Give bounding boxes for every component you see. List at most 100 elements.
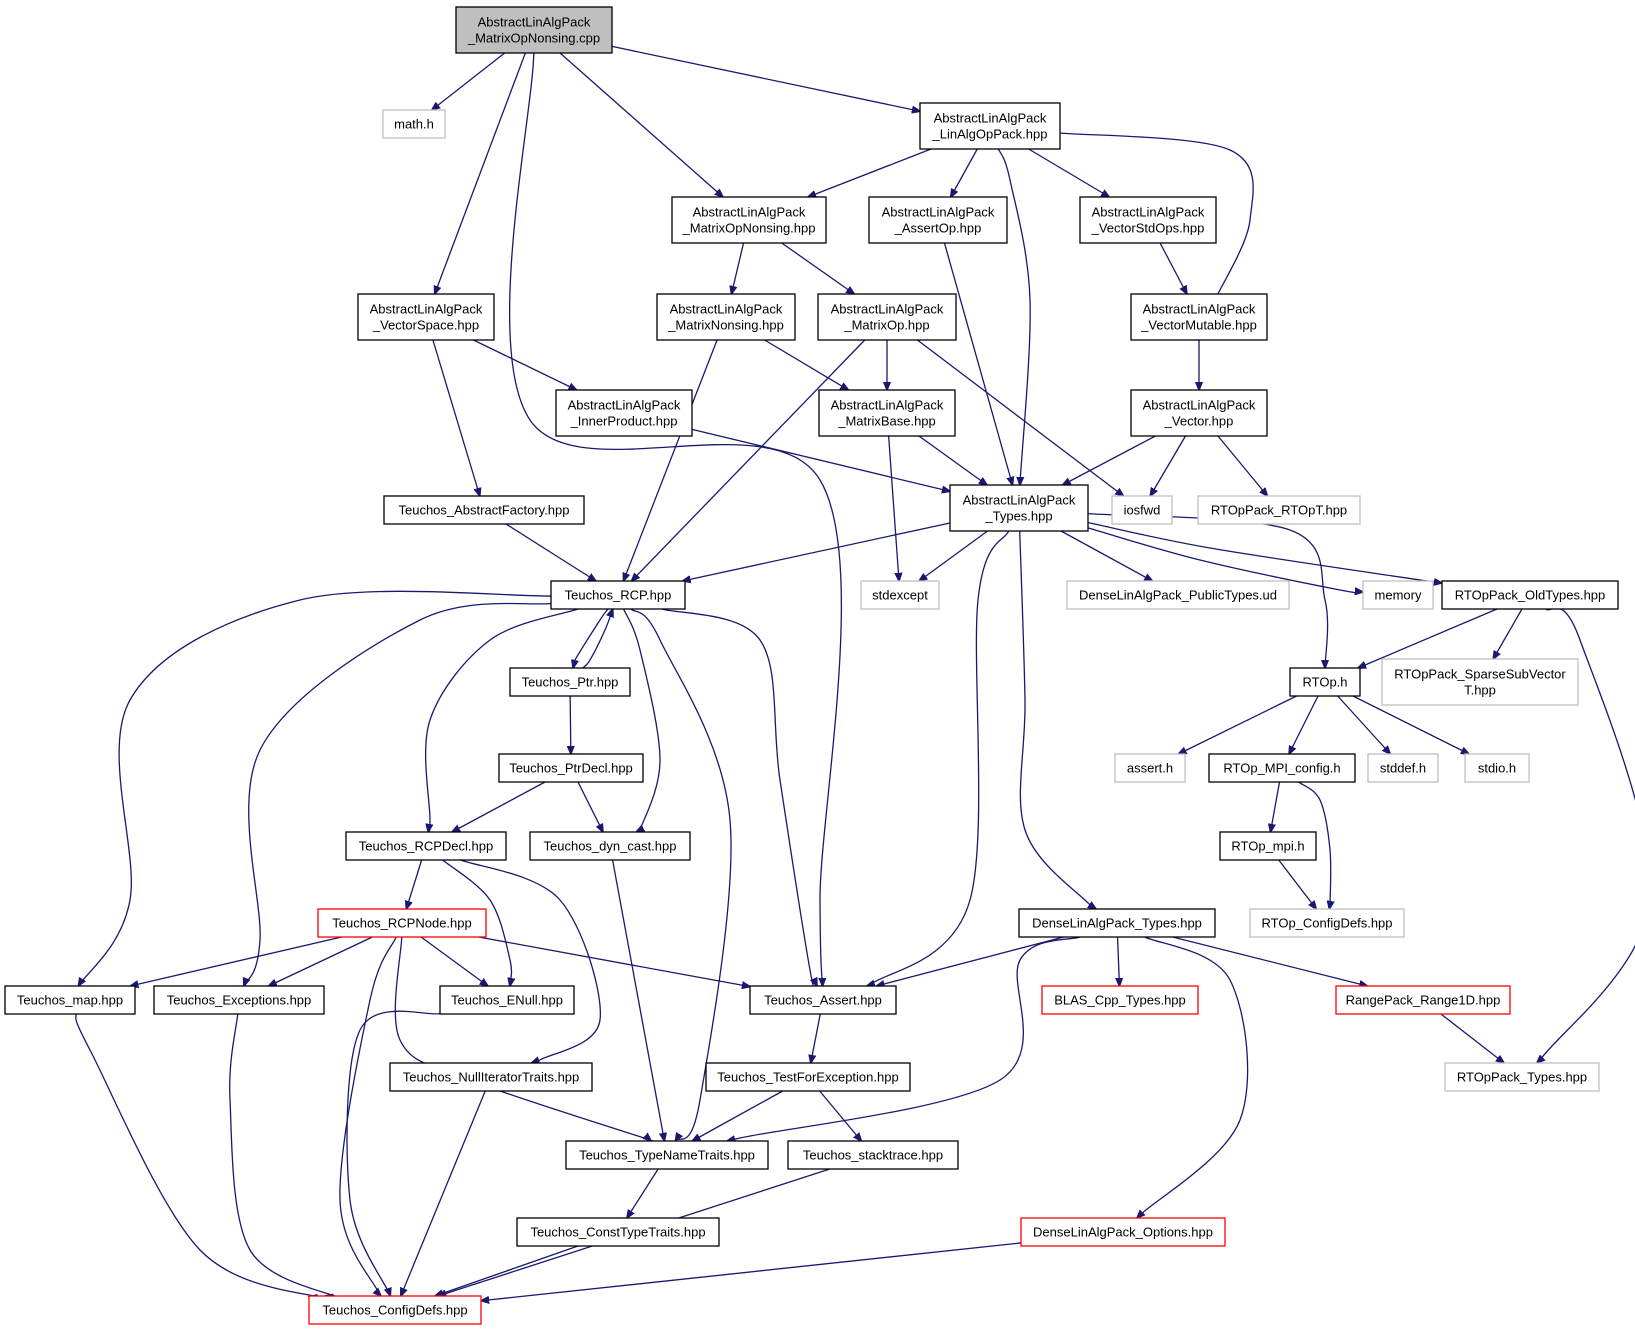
edge-root-to-vecspace bbox=[435, 52, 526, 294]
edge-oldtypes-to-rtop_h bbox=[1358, 608, 1498, 668]
node-matnonsing[interactable]: AbstractLinAlgPack_MatrixNonsing.hpp bbox=[656, 293, 796, 341]
node-box bbox=[382, 109, 446, 139]
node-label: RTOpPack_SparseSubVector bbox=[1394, 667, 1566, 682]
edge-matopnonsing-to-matop bbox=[781, 242, 855, 294]
node-densepublic: DenseLinAlgPack_PublicTypes.ud bbox=[1066, 580, 1290, 610]
node-stdexcept: stdexcept bbox=[860, 580, 940, 610]
node-label: AbstractLinAlgPack bbox=[568, 398, 681, 413]
node-box bbox=[1249, 908, 1405, 938]
node-rcp[interactable]: Teuchos_RCP.hpp bbox=[550, 580, 686, 610]
edge-rcpnode-to-tassert bbox=[478, 936, 750, 987]
node-stacktrace[interactable]: Teuchos_stacktrace.hpp bbox=[787, 1140, 959, 1170]
node-configdefs[interactable]: Teuchos_ConfigDefs.hpp bbox=[308, 1295, 482, 1325]
node-range1d[interactable]: RangePack_Range1D.hpp bbox=[1335, 985, 1511, 1015]
node-label: RTOpPack_RTOpT.hpp bbox=[1211, 503, 1347, 518]
edge-rcpnode-to-configdefs bbox=[339, 936, 397, 1303]
node-oldtypes[interactable]: RTOpPack_OldTypes.hpp bbox=[1441, 580, 1619, 610]
node-box bbox=[817, 293, 957, 341]
edge-denseoptions-to-configdefs bbox=[481, 1242, 1022, 1301]
node-rtop-h[interactable]: RTOp.h bbox=[1289, 667, 1361, 697]
node-box bbox=[1381, 658, 1579, 706]
node-label: iosfwd bbox=[1124, 503, 1161, 518]
node-linalgop[interactable]: AbstractLinAlgPack_LinAlgOpPack.hpp bbox=[919, 102, 1061, 150]
node-box bbox=[455, 6, 613, 54]
edge-rtop_h-to-assert_h bbox=[1178, 695, 1297, 754]
node-label: _InnerProduct.hpp bbox=[570, 414, 678, 429]
node-label: Teuchos_Exceptions.hpp bbox=[167, 993, 312, 1008]
node-box bbox=[919, 102, 1061, 150]
node-box bbox=[345, 831, 507, 861]
node-layer: AbstractLinAlgPack_MatrixOpNonsing.cppma… bbox=[4, 6, 1619, 1325]
node-vecstdops[interactable]: AbstractLinAlgPack_VectorStdOps.hpp bbox=[1079, 196, 1217, 244]
edge-rcpnode-to-typename bbox=[394, 936, 665, 1146]
node-rtoptypes: RTOpPack_Types.hpp bbox=[1444, 1062, 1600, 1092]
edge-rcpdecl-to-nulliter bbox=[460, 859, 602, 1065]
edge-oldtypes-to-sparsesub bbox=[1493, 608, 1523, 659]
edge-rcpdecl-to-rcpnode bbox=[406, 859, 423, 909]
node-consttype[interactable]: Teuchos_ConstTypeTraits.hpp bbox=[516, 1217, 720, 1247]
edge-densetypes-to-typename bbox=[715, 936, 1081, 1144]
node-box bbox=[317, 908, 487, 938]
edge-innerprod-to-types bbox=[691, 428, 950, 491]
node-box bbox=[439, 985, 575, 1015]
node-root[interactable]: AbstractLinAlgPack_MatrixOpNonsing.cpp bbox=[455, 6, 613, 54]
node-box bbox=[357, 293, 495, 341]
edge-matbase-to-types bbox=[918, 435, 987, 485]
node-label: T.hpp bbox=[1464, 683, 1496, 698]
node-box bbox=[1289, 667, 1361, 697]
node-assertop[interactable]: AbstractLinAlgPack_AssertOp.hpp bbox=[868, 196, 1008, 244]
node-label: Teuchos_RCP.hpp bbox=[565, 588, 672, 603]
edge-oldtypes-to-rtoptypes bbox=[1530, 607, 1635, 1074]
node-testforex[interactable]: Teuchos_TestForException.hpp bbox=[705, 1062, 911, 1092]
node-vector[interactable]: AbstractLinAlgPack_Vector.hpp bbox=[1130, 389, 1268, 437]
node-box bbox=[705, 1062, 911, 1092]
node-typename[interactable]: Teuchos_TypeNameTraits.hpp bbox=[565, 1140, 769, 1170]
node-rcpdecl[interactable]: Teuchos_RCPDecl.hpp bbox=[345, 831, 507, 861]
edge-rtop_h-to-stdio bbox=[1352, 695, 1469, 754]
node-rtopmpi[interactable]: RTOp_mpi.h bbox=[1219, 831, 1317, 861]
edge-rcpnode-to-tmap bbox=[130, 936, 342, 986]
node-rcpnode[interactable]: Teuchos_RCPNode.hpp bbox=[317, 908, 487, 938]
node-absfactory[interactable]: Teuchos_AbstractFactory.hpp bbox=[383, 495, 585, 525]
node-label: AbstractLinAlgPack bbox=[831, 398, 944, 413]
node-densetypes[interactable]: DenseLinAlgPack_Types.hpp bbox=[1018, 908, 1216, 938]
node-ptr[interactable]: Teuchos_Ptr.hpp bbox=[509, 667, 631, 697]
node-dyncast[interactable]: Teuchos_dyn_cast.hpp bbox=[529, 831, 691, 861]
node-denseoptions[interactable]: DenseLinAlgPack_Options.hpp bbox=[1020, 1217, 1226, 1247]
edge-linalgop-to-matopnonsing bbox=[808, 148, 932, 197]
node-types[interactable]: AbstractLinAlgPack_Types.hpp bbox=[949, 484, 1089, 532]
node-label: stdio.h bbox=[1478, 761, 1516, 776]
node-label: _MatrixOp.hpp bbox=[843, 318, 929, 333]
node-matop[interactable]: AbstractLinAlgPack_MatrixOp.hpp bbox=[817, 293, 957, 341]
node-box bbox=[1464, 753, 1530, 783]
node-blas[interactable]: BLAS_Cpp_Types.hpp bbox=[1041, 985, 1199, 1015]
node-tassert[interactable]: Teuchos_Assert.hpp bbox=[749, 985, 897, 1015]
node-enull[interactable]: Teuchos_ENull.hpp bbox=[439, 985, 575, 1015]
node-label: _VectorStdOps.hpp bbox=[1091, 221, 1205, 236]
node-label: AbstractLinAlgPack bbox=[478, 15, 591, 30]
node-label: Teuchos_map.hpp bbox=[17, 993, 123, 1008]
edge-ptr-to-rcp bbox=[582, 609, 613, 669]
node-box bbox=[308, 1295, 482, 1325]
node-box bbox=[550, 580, 686, 610]
node-innerprod[interactable]: AbstractLinAlgPack_InnerProduct.hpp bbox=[555, 389, 693, 437]
edge-consttype-to-configdefs bbox=[435, 1245, 579, 1296]
node-iosfwd: iosfwd bbox=[1111, 495, 1173, 525]
edge-densetypes-to-tassert bbox=[876, 936, 1064, 986]
node-nulliter[interactable]: Teuchos_NullIteratorTraits.hpp bbox=[389, 1062, 593, 1092]
node-mpiconfig[interactable]: RTOp_MPI_config.h bbox=[1208, 753, 1356, 783]
node-vecmutable[interactable]: AbstractLinAlgPack_VectorMutable.hpp bbox=[1130, 293, 1268, 341]
edge-densetypes-to-blas bbox=[1118, 936, 1120, 986]
node-ptrdecl[interactable]: Teuchos_PtrDecl.hpp bbox=[498, 753, 644, 783]
edge-texceptions-to-configdefs bbox=[229, 1013, 349, 1304]
node-label: RTOp.h bbox=[1302, 675, 1347, 690]
node-vecspace[interactable]: AbstractLinAlgPack_VectorSpace.hpp bbox=[357, 293, 495, 341]
node-box bbox=[1335, 985, 1511, 1015]
node-matopnonsing[interactable]: AbstractLinAlgPack_MatrixOpNonsing.hpp bbox=[671, 196, 827, 244]
node-box bbox=[389, 1062, 593, 1092]
edge-matop-to-iosfwd bbox=[916, 339, 1123, 496]
node-texceptions[interactable]: Teuchos_Exceptions.hpp bbox=[153, 985, 325, 1015]
node-matbase[interactable]: AbstractLinAlgPack_MatrixBase.hpp bbox=[818, 389, 956, 437]
node-tmap[interactable]: Teuchos_map.hpp bbox=[4, 985, 136, 1015]
